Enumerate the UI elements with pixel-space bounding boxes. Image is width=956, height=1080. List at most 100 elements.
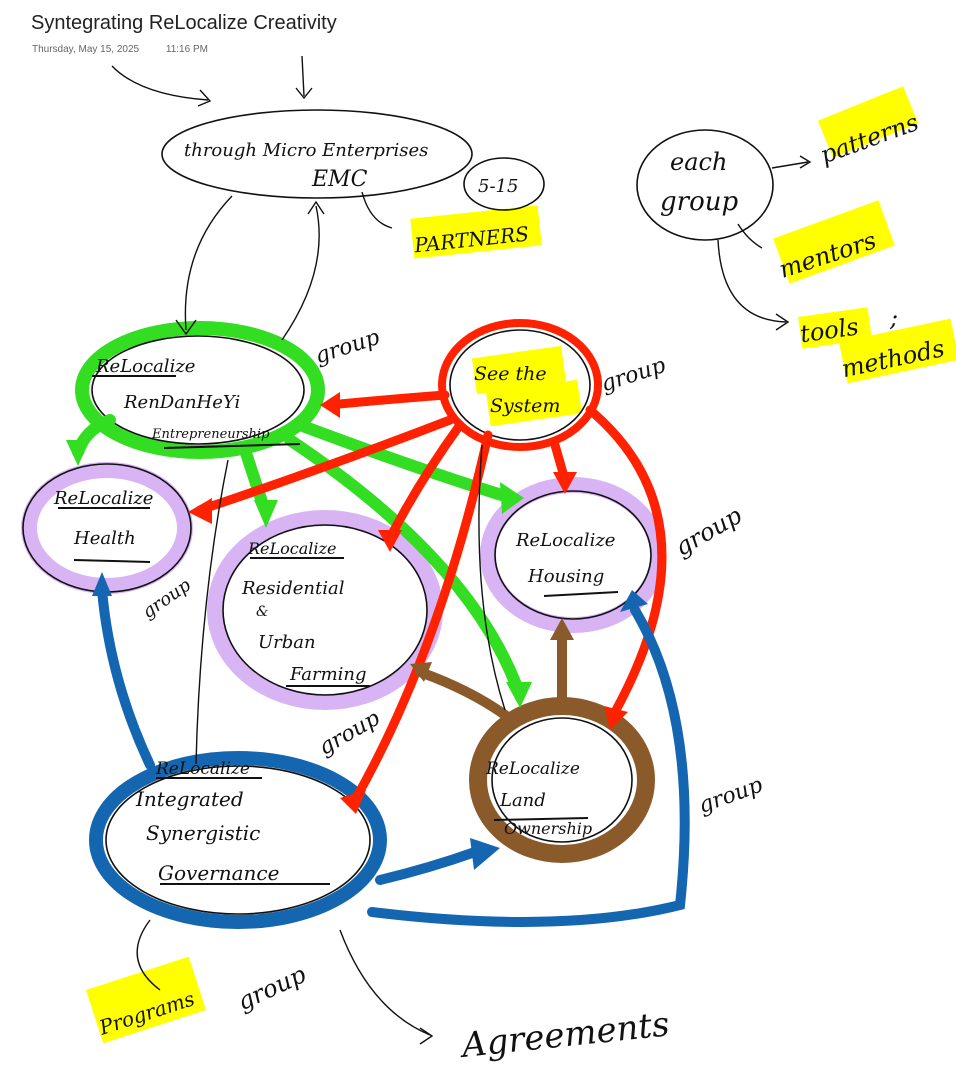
residential-line5: Farming bbox=[289, 664, 367, 685]
highlight-mentors bbox=[773, 200, 895, 284]
emc-line2: EMC bbox=[311, 167, 368, 192]
see-system-ring bbox=[438, 319, 602, 451]
page-date: Thursday, May 15, 2025 bbox=[32, 44, 140, 55]
each-group-outline bbox=[636, 129, 774, 241]
housing-line1: ReLocalize bbox=[515, 530, 615, 551]
range-outline bbox=[463, 157, 545, 211]
group-label-land: group bbox=[695, 773, 766, 819]
governance-line1: ReLocalize bbox=[155, 759, 250, 779]
blue-arrow-health bbox=[97, 585, 155, 770]
ink-head-emc-down bbox=[175, 319, 197, 336]
highlight-tools bbox=[798, 307, 872, 349]
housing-line2: Housing bbox=[527, 566, 604, 587]
ink-head-tools bbox=[775, 313, 790, 331]
red-head-housing bbox=[553, 472, 577, 494]
green-arrow-housing bbox=[294, 419, 511, 502]
ink-head-up-emc bbox=[307, 200, 325, 215]
governance-outline bbox=[105, 765, 371, 915]
governance-line2: Integrated bbox=[135, 787, 244, 811]
governance-line4: Governance bbox=[158, 861, 279, 885]
connector-gov-agreements bbox=[339, 929, 431, 1036]
red-arrows bbox=[195, 390, 667, 805]
each-group-line2: group bbox=[660, 187, 738, 217]
entrepreneurship-line3: Entrepreneurship bbox=[151, 427, 270, 442]
group-label-entrepreneurship: group bbox=[312, 325, 383, 369]
land-outline bbox=[491, 717, 633, 843]
page-time: 11:16 PM bbox=[165, 44, 208, 55]
ink-connectors bbox=[111, 55, 809, 1036]
land-line1: ReLocalize bbox=[485, 759, 580, 779]
underlines bbox=[58, 375, 619, 885]
highlight-see-system bbox=[471, 345, 567, 395]
see-system-line2: System bbox=[490, 395, 560, 417]
red-arrow-governance bbox=[350, 430, 493, 805]
residential-line3: & bbox=[256, 604, 268, 620]
blue-arrowheads bbox=[92, 572, 648, 870]
red-arrow-entrepreneurship bbox=[325, 390, 450, 410]
connector-up-emc bbox=[281, 205, 320, 341]
health-line2: Health bbox=[73, 528, 136, 549]
blue-arrows bbox=[97, 585, 690, 927]
land-line3: Ownership bbox=[504, 819, 592, 838]
brown-head-housing bbox=[550, 618, 574, 640]
red-arrowheads bbox=[188, 392, 628, 814]
housing-outline bbox=[494, 490, 652, 620]
group-label-see-system: group bbox=[598, 353, 669, 397]
group-label-residential: group bbox=[315, 706, 385, 761]
residential-line1: ReLocalize bbox=[247, 539, 336, 558]
connector-each-tools bbox=[717, 239, 787, 323]
highlights bbox=[85, 86, 956, 1044]
connector-each-patterns bbox=[771, 161, 809, 169]
entrepreneurship-ring bbox=[75, 321, 325, 459]
brown-arrows bbox=[415, 630, 567, 720]
group-label-governance: group bbox=[233, 960, 310, 1016]
blue-arrow-housing bbox=[367, 605, 690, 927]
highlight-programs bbox=[85, 956, 207, 1044]
group-label-housing: group bbox=[670, 501, 746, 561]
connector-gov-programs bbox=[136, 919, 161, 991]
entrepreneurship-outline bbox=[91, 335, 305, 445]
highlight-patterns bbox=[817, 86, 919, 158]
ink-arrowheads bbox=[175, 87, 812, 1045]
page-meta: Thursday, May 15, 2025 11:16 PM bbox=[32, 44, 232, 55]
green-head-land bbox=[506, 682, 532, 708]
each-group-line1: each bbox=[670, 148, 727, 176]
blue-head-housing bbox=[620, 590, 648, 612]
page-title: Syntegrating ReLocalize Creativity bbox=[31, 12, 337, 34]
connector-emc-down bbox=[184, 195, 233, 331]
blue-head-health bbox=[92, 572, 112, 596]
connector-each-mentors bbox=[737, 223, 763, 249]
red-head-governance bbox=[340, 790, 366, 814]
connector-system-land bbox=[478, 444, 506, 711]
brown-arrowheads bbox=[410, 618, 574, 682]
connector-top-left bbox=[111, 65, 209, 101]
land-line2: Land bbox=[499, 790, 546, 811]
ink-head-top-mid bbox=[295, 87, 313, 100]
range-label: 5-15 bbox=[478, 176, 518, 197]
connector-partners bbox=[361, 191, 393, 229]
tools-separator: ; bbox=[889, 304, 898, 332]
brown-arrow-residential bbox=[415, 667, 510, 720]
highlight-partners bbox=[410, 205, 542, 259]
green-head-housing bbox=[500, 482, 524, 514]
residential-line2: Residential bbox=[241, 578, 345, 599]
blue-arrow-land bbox=[375, 847, 480, 885]
residential-outline bbox=[222, 524, 428, 696]
red-head-entrepreneurship bbox=[320, 392, 340, 418]
see-system-line1: See the bbox=[474, 363, 547, 385]
connector-gov-entrepreneurship bbox=[195, 459, 229, 765]
entrepreneurship-line2: RenDanHeYi bbox=[123, 392, 240, 413]
green-arrow-residential bbox=[239, 444, 270, 514]
residential-line4: Urban bbox=[258, 632, 316, 653]
see-system-outline bbox=[449, 329, 591, 441]
red-head-land bbox=[604, 706, 628, 730]
green-head-residential bbox=[254, 500, 278, 528]
red-arrow-health bbox=[195, 415, 455, 515]
emc-line1: through Micro Enterprises bbox=[184, 140, 428, 161]
highlight-system bbox=[486, 379, 582, 427]
brown-head-residential bbox=[410, 662, 432, 682]
ink-head-agreements bbox=[419, 1027, 434, 1045]
ink-head-top-left bbox=[197, 89, 212, 107]
blue-head-land bbox=[470, 838, 500, 870]
